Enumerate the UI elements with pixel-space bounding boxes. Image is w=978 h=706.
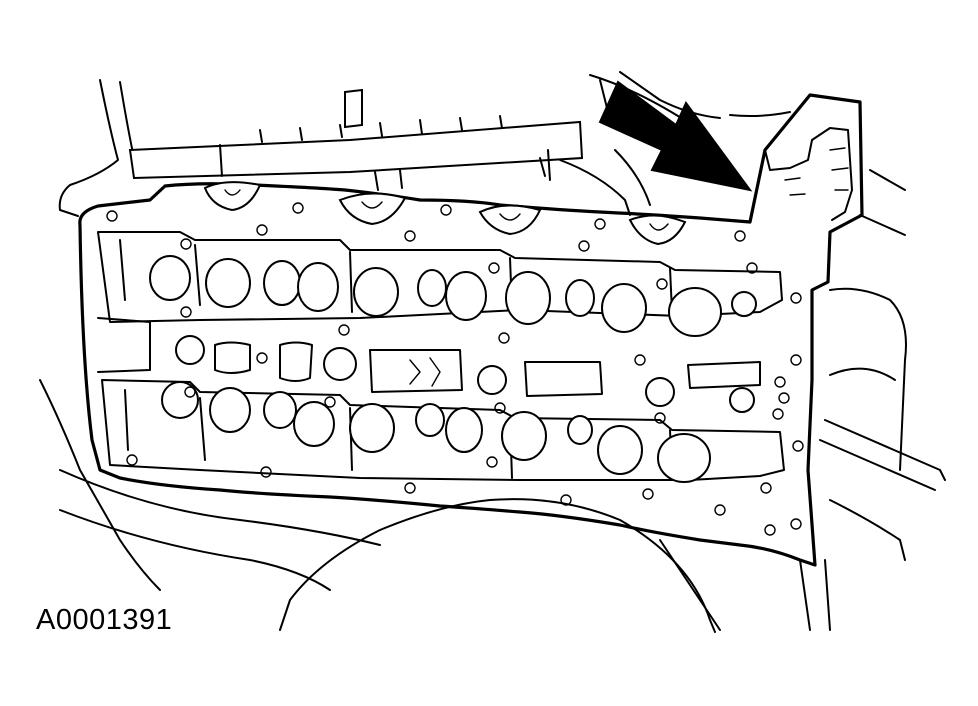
gasket-outline [78,93,864,567]
lower-valve-row [161,381,755,483]
arrow-pointer-icon [598,80,753,192]
engine-bay-background [39,71,946,633]
intake-port-bumps [203,181,687,246]
gasket-upper-panel [97,231,783,323]
fuel-rail [128,88,584,191]
gasket-lower-panel [101,379,785,481]
gasket-middle-gallery [97,317,761,407]
figure-caption-id: A0001391 [36,604,173,636]
upper-valve-row [149,255,757,337]
bolt-holes [106,202,804,536]
